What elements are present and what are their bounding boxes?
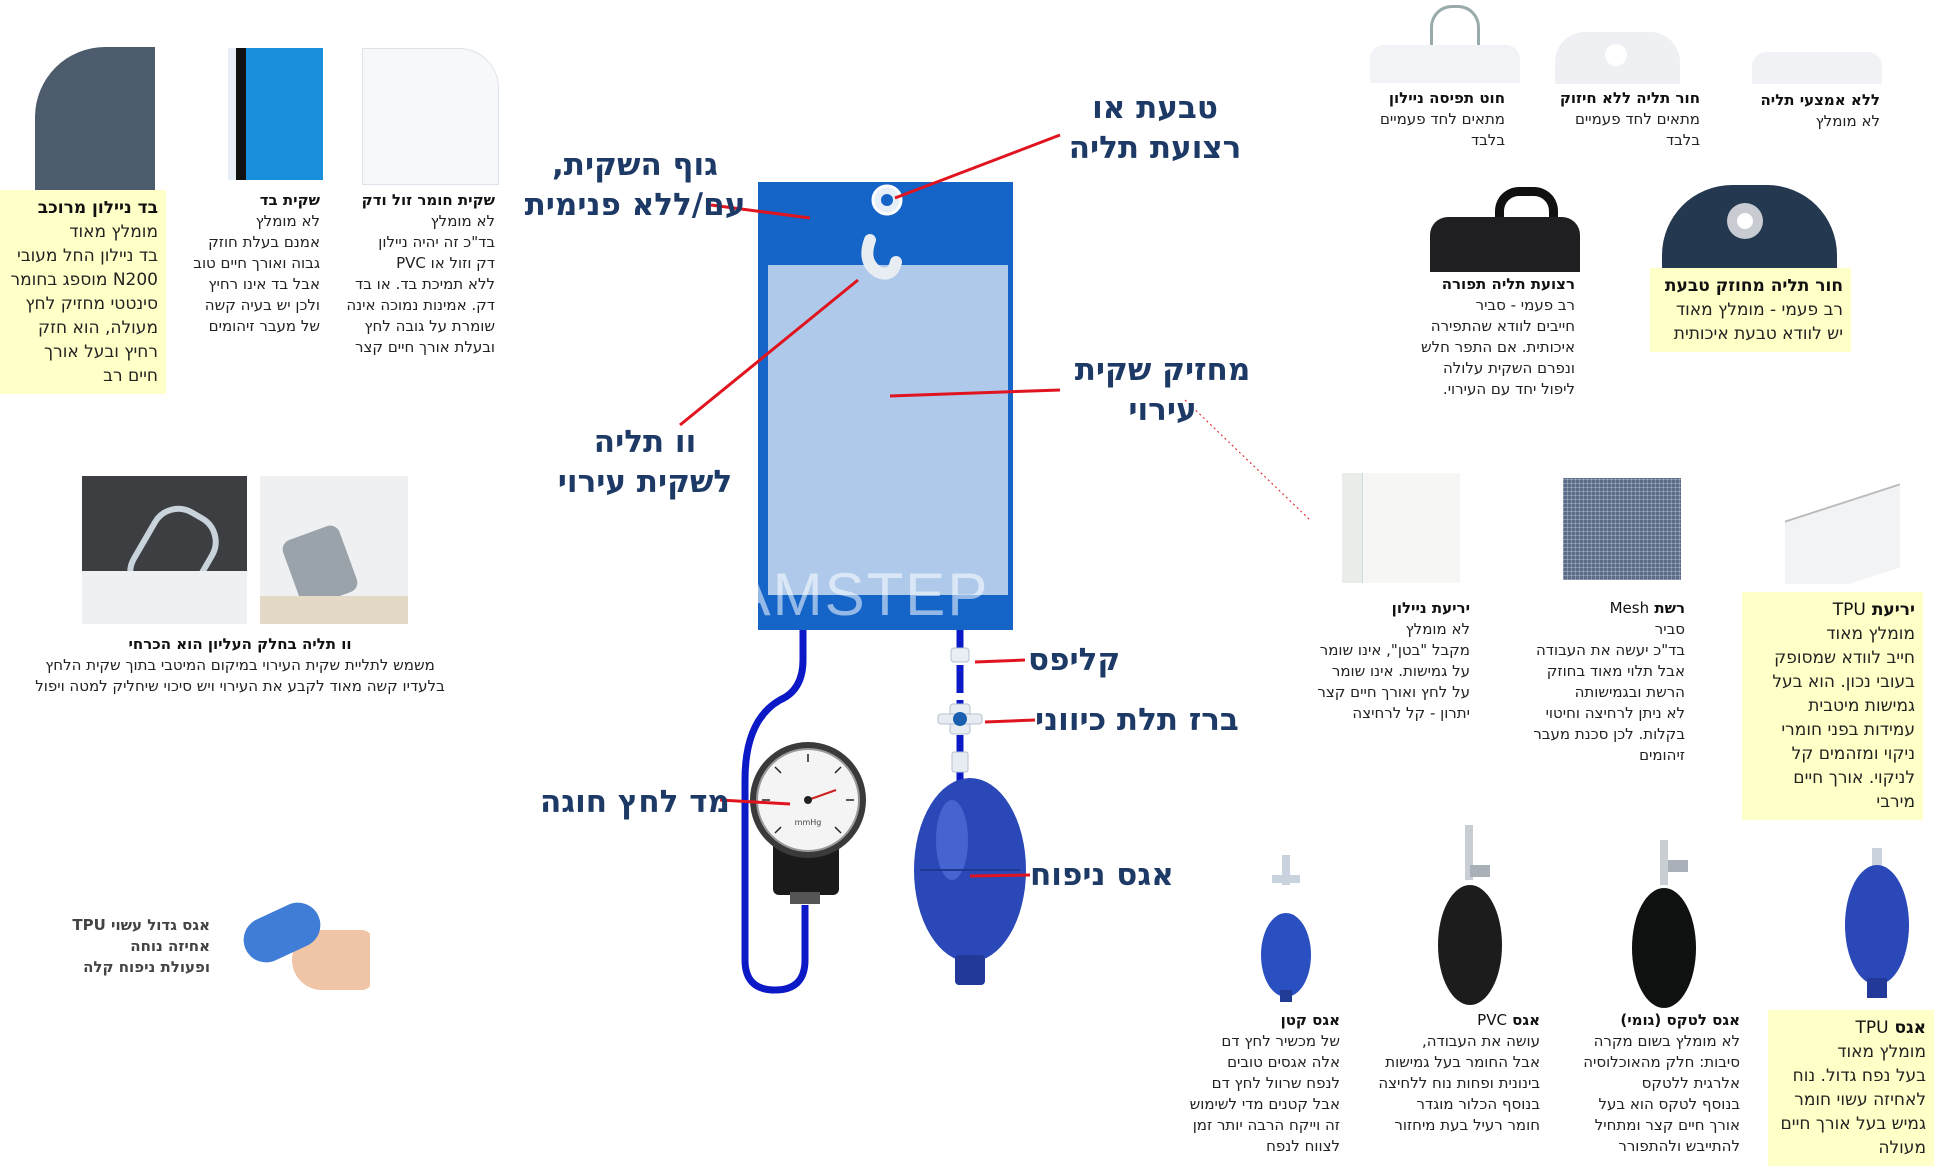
hand-bulb-caption: אגס גדול עשוי TPU אחיזה נוחה ופעולת ניפו… (72, 916, 210, 976)
ring-hole-image (1662, 185, 1837, 273)
fabric-bag-caption: שקית בד לא מומלץ אמנם בעלת חוזק גבוה ואו… (193, 191, 320, 335)
tpu-sheet-caption: יריעת TPU מומלץ מאוד חייב לוודא שמסופק ב… (1742, 592, 1923, 820)
hook-photo-1 (82, 476, 247, 624)
label-gauge: מד לחץ חוגה (540, 784, 730, 820)
watermark-text: AMSTEP (731, 561, 990, 628)
hook-icon (861, 234, 902, 280)
no-hang-image (1752, 52, 1882, 84)
cheap-bag-image (362, 48, 499, 185)
label-hang-ring: טבעת או רצועת תליה (1068, 90, 1242, 166)
pvc-bulb-icon (1438, 825, 1502, 1005)
gauge-face-label: mmHg (795, 818, 822, 827)
three-way-valve-icon (937, 703, 983, 735)
tpu-bulb-icon (1845, 848, 1909, 998)
latex-bulb-icon (1632, 840, 1696, 1008)
nylon-string-caption: חוט תפיסה ניילון מתאים לחד פעמיים בלבד (1379, 89, 1505, 149)
gauge-tube (741, 630, 809, 994)
hole-no-reinforce-image (1555, 32, 1680, 84)
small-bulb-icon (1261, 855, 1311, 1002)
hand-bulb-photo (222, 880, 370, 1010)
label-valve: ברז תלת כיווני (1035, 702, 1239, 738)
top-hook-caption: וו תליה בחלק העליון הוא הכרחי משמש לתליי… (35, 635, 445, 695)
sewn-strap-image (1430, 182, 1580, 272)
nylon-string-image (1370, 5, 1520, 83)
pvc-bulb-caption: אגס PVC עושה את העבודה, אבל החומר בעל גמ… (1378, 1011, 1540, 1134)
hole-no-reinforce-caption: חור תליה ללא חיזוק מתאים לחד פעמיים בלבד (1559, 89, 1700, 149)
nylon-sheet-image (1342, 473, 1460, 583)
tpu-bulb-caption: אגס TPU מומלץ מאוד בעל נפח גדול. נוח לאח… (1768, 1010, 1934, 1166)
bag-inner-window (768, 265, 1008, 595)
cheap-bag-caption: שקית חומר זול ודק לא מומלץ בד"כ זה יהיה … (346, 191, 495, 356)
tpu-sheet-image (1785, 472, 1900, 584)
label-bag-body: גוף השקית, עם/ללא פנימית (524, 147, 746, 223)
mesh-image (1563, 478, 1681, 580)
nylon-composite-image (35, 47, 155, 192)
hook-photo-2 (260, 476, 408, 624)
pressure-bag: AMSTEP (731, 182, 1013, 630)
sewn-strap-caption: רצועת תליה תפורה רב פעמי - סביר חייבים ל… (1421, 275, 1575, 398)
latex-bulb-caption: אגס לטקס (גומי) לא מומלץ בשום מקרה סיבות… (1583, 1011, 1740, 1155)
clip-icon (950, 647, 970, 663)
inflation-bulb-icon (914, 778, 1026, 985)
leader-lines (679, 133, 1061, 878)
nylon-sheet-caption: יריעת ניילון לא מומלץ מקבל "בטן", אינו ש… (1317, 599, 1470, 722)
label-clip: קליפס (1028, 642, 1121, 678)
fabric-bag-image (228, 48, 323, 180)
pressure-gauge: mmHg (750, 742, 866, 904)
label-hook: וו תליה לשקית עירוי (557, 424, 733, 500)
mesh-caption: רשת Mesh סביר בד"כ יעשה את העבודה אבל תל… (1533, 599, 1685, 764)
bulb-lineup (1261, 825, 1909, 1008)
no-hang-caption: ללא אמצעי תליה לא מומלץ (1760, 91, 1880, 130)
label-bulb: אגס ניפוח (1030, 857, 1174, 893)
small-bulb-caption: אגס קטן של מכשיר לחץ דם אלה אגסים טובים … (1189, 1011, 1340, 1155)
ring-hole-caption: חור תליה מחוזק טבעת רב פעמי - מומלץ מאוד… (1650, 268, 1851, 352)
label-holder: מחזיק שקית עירוי (1074, 352, 1251, 428)
nylon-composite-caption: בד ניילון מרוכב מומלץ מאוד בד ניילון החל… (0, 190, 166, 394)
